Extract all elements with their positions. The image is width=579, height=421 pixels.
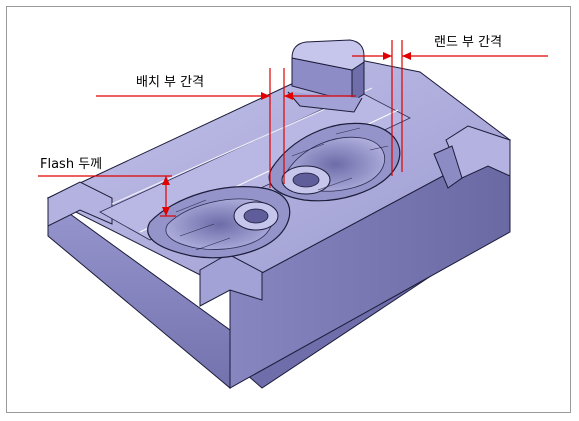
land-gap-label: 랜드 부 간격: [434, 35, 502, 50]
right-cavity-boss-hole: [292, 172, 320, 188]
locator-block-base: [287, 91, 363, 113]
right-jaw-inner: [433, 145, 463, 189]
surface-detail-lines: [175, 127, 389, 251]
placement-gap-label: 배치 부 간격: [136, 75, 204, 90]
annotations: [38, 40, 548, 217]
flash-thickness-label: Flash 두께: [40, 157, 102, 172]
left-cavity-boss-hole: [243, 208, 269, 224]
left-jaw: [47, 181, 113, 227]
mold-block: [46, 39, 511, 390]
